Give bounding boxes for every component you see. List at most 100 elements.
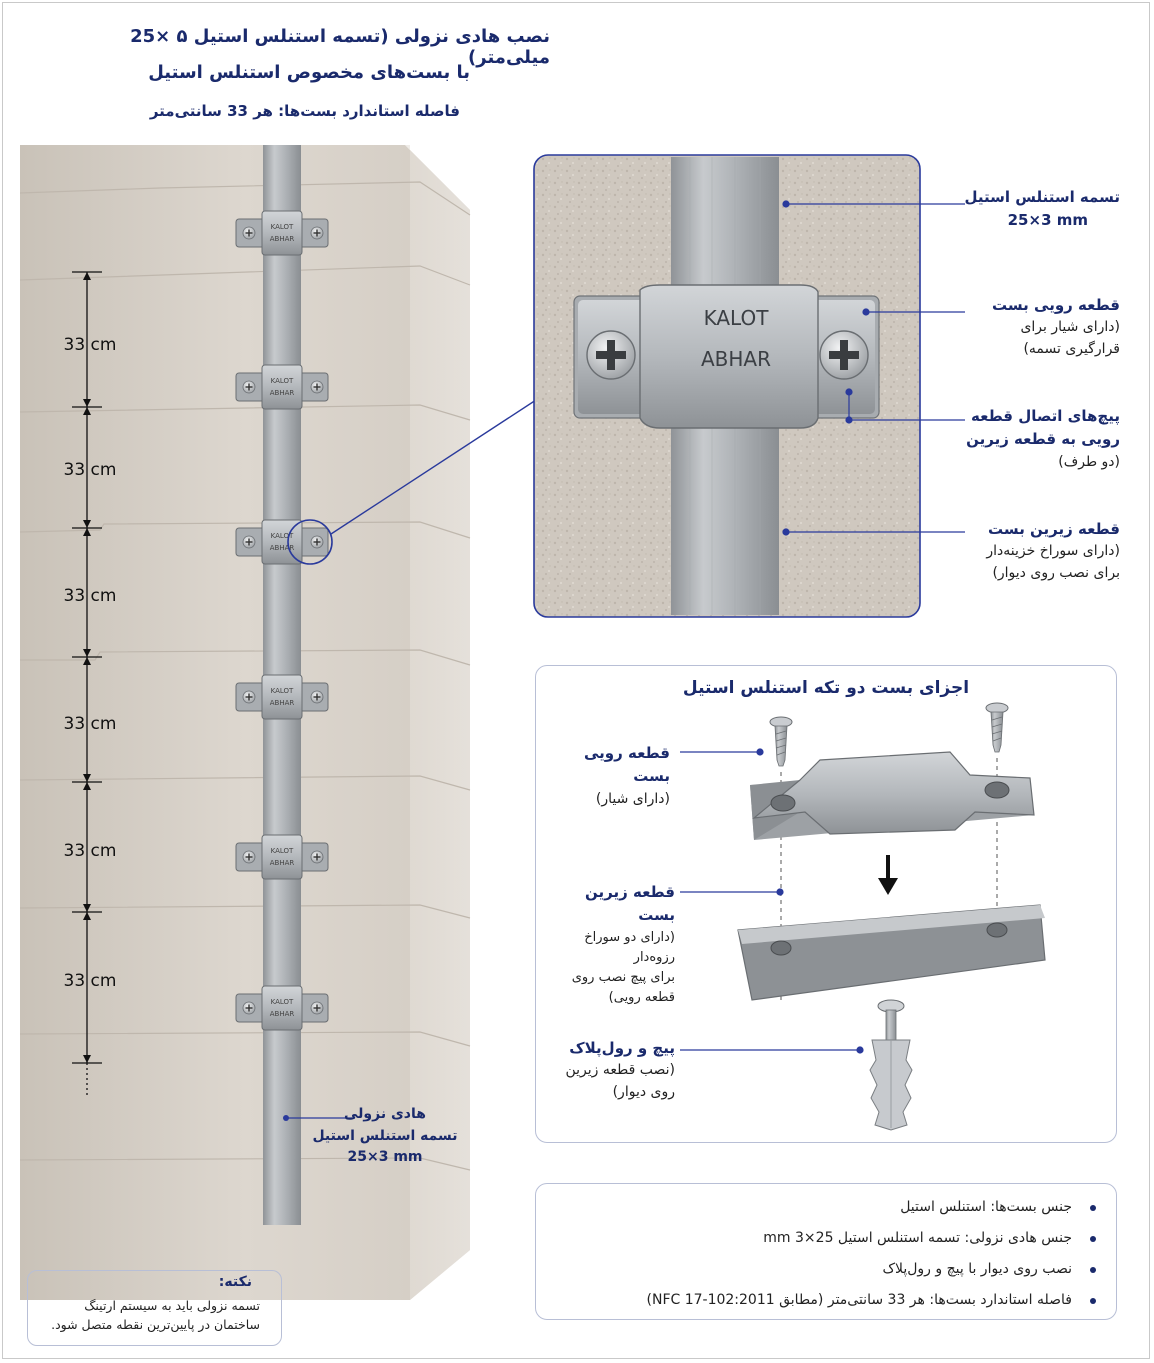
parts-label-bottom-piece: قطعه زیرین بست (دارای دو سوراخ رزوه‌دار …	[545, 881, 675, 1008]
wall-clamp-brand-top: KALOT	[271, 687, 294, 695]
spacing-label-3: 33 cm	[63, 586, 117, 606]
wall-clamp-brand-bottom: ABHAR	[270, 1010, 295, 1018]
wall-clamp-screw-icon	[242, 226, 256, 240]
detail-callout-bottom-piece-line1: (دارای سوراخ خزینه‌دار	[986, 543, 1120, 560]
wall-clamp-screw-icon	[242, 535, 256, 549]
wall-clamps: KALOT ABHAR KALOT ABHAR KALOT ABHAR KALOT ABHAR…	[235, 210, 329, 1031]
detail-callout-bottom-piece-line2: برای نصب روی دیوار)	[992, 564, 1120, 581]
detail-callout-screws-title: پیچ‌های اتصال قطعه	[971, 407, 1120, 425]
conductor-label-line3: 25×3 mm	[347, 1149, 423, 1166]
wall-clamp-screw-icon	[310, 690, 324, 704]
detail-highlight-circle	[287, 519, 333, 565]
dimension-tick	[72, 1055, 102, 1064]
detail-callout-bottom-piece: قطعه زیرین بست (دارای سوراخ خزینه‌دار بر…	[940, 518, 1120, 585]
specs-panel	[535, 1183, 1117, 1320]
detail-callout-screws-title2: رویی به قطعه زیرین	[966, 430, 1120, 449]
detail-screw-left	[586, 330, 636, 380]
page-title: نصب هادی نزولی (تسمه استنلس استیل ۵ ×25 …	[130, 26, 550, 68]
conductor-label-line1: هادی نزولی	[344, 1106, 426, 1122]
wall-front	[20, 145, 470, 1300]
detail-callout-screws: پیچ‌های اتصال قطعه رویی به قطعه زیرین (د…	[940, 405, 1120, 473]
parts-label-screw-anchor-line2: روی دیوار)	[612, 1083, 675, 1100]
parts-panel	[535, 665, 1117, 1143]
detail-callout-top-piece-line1: (دارای شیار برای	[1020, 319, 1120, 336]
parts-label-screw-anchor-title: پیچ و رول‌پلاک	[569, 1039, 675, 1057]
detail-connector-line	[330, 399, 537, 535]
wall-clamp-brand-bottom: ABHAR	[270, 389, 295, 397]
parts-screw-right	[985, 702, 1009, 753]
wall-side	[405, 145, 470, 1300]
wall-clamp-screw-icon	[242, 850, 256, 864]
wall-clamp-screw-icon	[242, 690, 256, 704]
note-text: تسمه نزولی باید به سیستم ارتینگ ساختمان …	[51, 1298, 260, 1333]
parts-label-screw-anchor-line1: (نصب قطعه زیرین	[565, 1062, 675, 1079]
detail-screw-right	[819, 330, 869, 380]
wall-clamp-brand-bottom: ABHAR	[270, 699, 295, 707]
wall-clamp-screw-icon	[310, 226, 324, 240]
wall-clamp: KALOT ABHAR	[235, 985, 329, 1031]
detail-callout-top-piece-title: قطعه رویی بست	[992, 296, 1120, 314]
wall-clamp: KALOT ABHAR	[235, 210, 329, 256]
spec-item: جنس بست‌ها: استنلس استیل	[560, 1192, 1100, 1223]
wall-clamp-brand-bottom: ABHAR	[270, 235, 295, 243]
detail-callout-strip-measure: 25×3 mm	[1007, 211, 1088, 230]
page-subtitle: فاصله استاندارد بست‌ها: هر 33 سانتی‌متر	[149, 102, 460, 120]
conductor-label: هادی نزولی تسمه استنلس استیل 25×3 mm	[300, 1104, 470, 1169]
conductor-callout	[283, 1115, 355, 1121]
spec-item: نصب روی دیوار با پیچ و رول‌پلاک	[560, 1254, 1100, 1285]
conductor-label-line2: تسمه استنلس استیل	[312, 1127, 458, 1144]
dimension-tick	[72, 271, 102, 280]
wall-clamp-brand-top: KALOT	[271, 847, 294, 855]
wall-clamp-brand-bottom: ABHAR	[270, 544, 295, 552]
dimension-tick	[72, 649, 102, 665]
parts-label-top-piece-title: قطعه رویی بست	[584, 744, 670, 786]
parts-lower-clamp	[737, 904, 1046, 1001]
wall-clamp-brand-bottom: ABHAR	[270, 859, 295, 867]
detail-callout-strip-title: تسمه استنلس استیل	[964, 188, 1121, 206]
parts-screw-anchor	[869, 999, 913, 1131]
wall-joints	[19, 181, 471, 1171]
parts-panel-title: اجزای بست دو تکه استنلس استیل	[682, 678, 970, 698]
dimension-tick	[72, 904, 102, 920]
wall-clamp-screw-icon	[310, 850, 324, 864]
note-title: نکته:	[218, 1274, 252, 1290]
wall-clamp-brand-top: KALOT	[271, 998, 294, 1006]
specs-list: جنس بست‌ها: استنلس استیل جنس هادی نزولی:…	[560, 1192, 1100, 1316]
parts-label-screw-anchor: پیچ و رول‌پلاک (نصب قطعه زیرین روی دیوار…	[545, 1037, 675, 1104]
spacing-label-5: 33 cm	[63, 841, 117, 861]
wall-clamp: KALOT ABHAR	[235, 674, 329, 720]
detail-callout-bottom-piece-title: قطعه زیرین بست	[988, 520, 1120, 538]
spacing-dimension-line	[72, 271, 102, 1098]
page-title-line2: با بست‌های مخصوص استنلس استیل	[148, 62, 470, 83]
wall-clamp-screw-icon	[310, 535, 324, 549]
parts-label-bottom-piece-line2: برای پیچ نصب روی	[571, 969, 675, 985]
detail-clamp-top	[639, 284, 819, 429]
dimension-tick	[72, 520, 102, 536]
wall-clamp-brand-top: KALOT	[271, 223, 294, 231]
wall-clamp-screw-icon	[242, 380, 256, 394]
wall-clamp-screw-icon	[242, 1001, 256, 1015]
spec-item: جنس هادی نزولی: تسمه استنلس استیل 25×3 m…	[560, 1223, 1100, 1254]
parts-guides	[780, 758, 998, 1000]
parts-upper-clamp	[750, 751, 1035, 840]
dimension-tick	[72, 399, 102, 415]
dimension-tick	[72, 774, 102, 790]
wall-clamp: KALOT ABHAR	[235, 834, 329, 880]
detail-callout-strip: تسمه استنلس استیل 25×3 mm	[940, 186, 1121, 233]
detail-callout-top-piece-line2: قرارگیری تسمه)	[1023, 340, 1120, 357]
detail-callout-screws-line1: (دو طرف)	[1058, 453, 1120, 470]
spacing-label-4: 33 cm	[63, 714, 117, 734]
spec-item: فاصله استاندارد بست‌ها: هر 33 سانتی‌متر …	[560, 1285, 1100, 1316]
parts-label-top-piece-line1: (دارای شیار)	[595, 790, 670, 807]
spacing-label-2: 33 cm	[63, 460, 117, 480]
spacing-label-1: 33 cm	[63, 335, 117, 355]
spacing-label-6: 33 cm	[63, 971, 117, 991]
assembly-arrow	[878, 855, 898, 895]
detail-brand-bottom: ABHAR	[701, 347, 771, 371]
note-panel	[27, 1270, 282, 1346]
wall-clamp-screw-icon	[310, 1001, 324, 1015]
wall-clamp-brand-top: KALOT	[271, 532, 294, 540]
